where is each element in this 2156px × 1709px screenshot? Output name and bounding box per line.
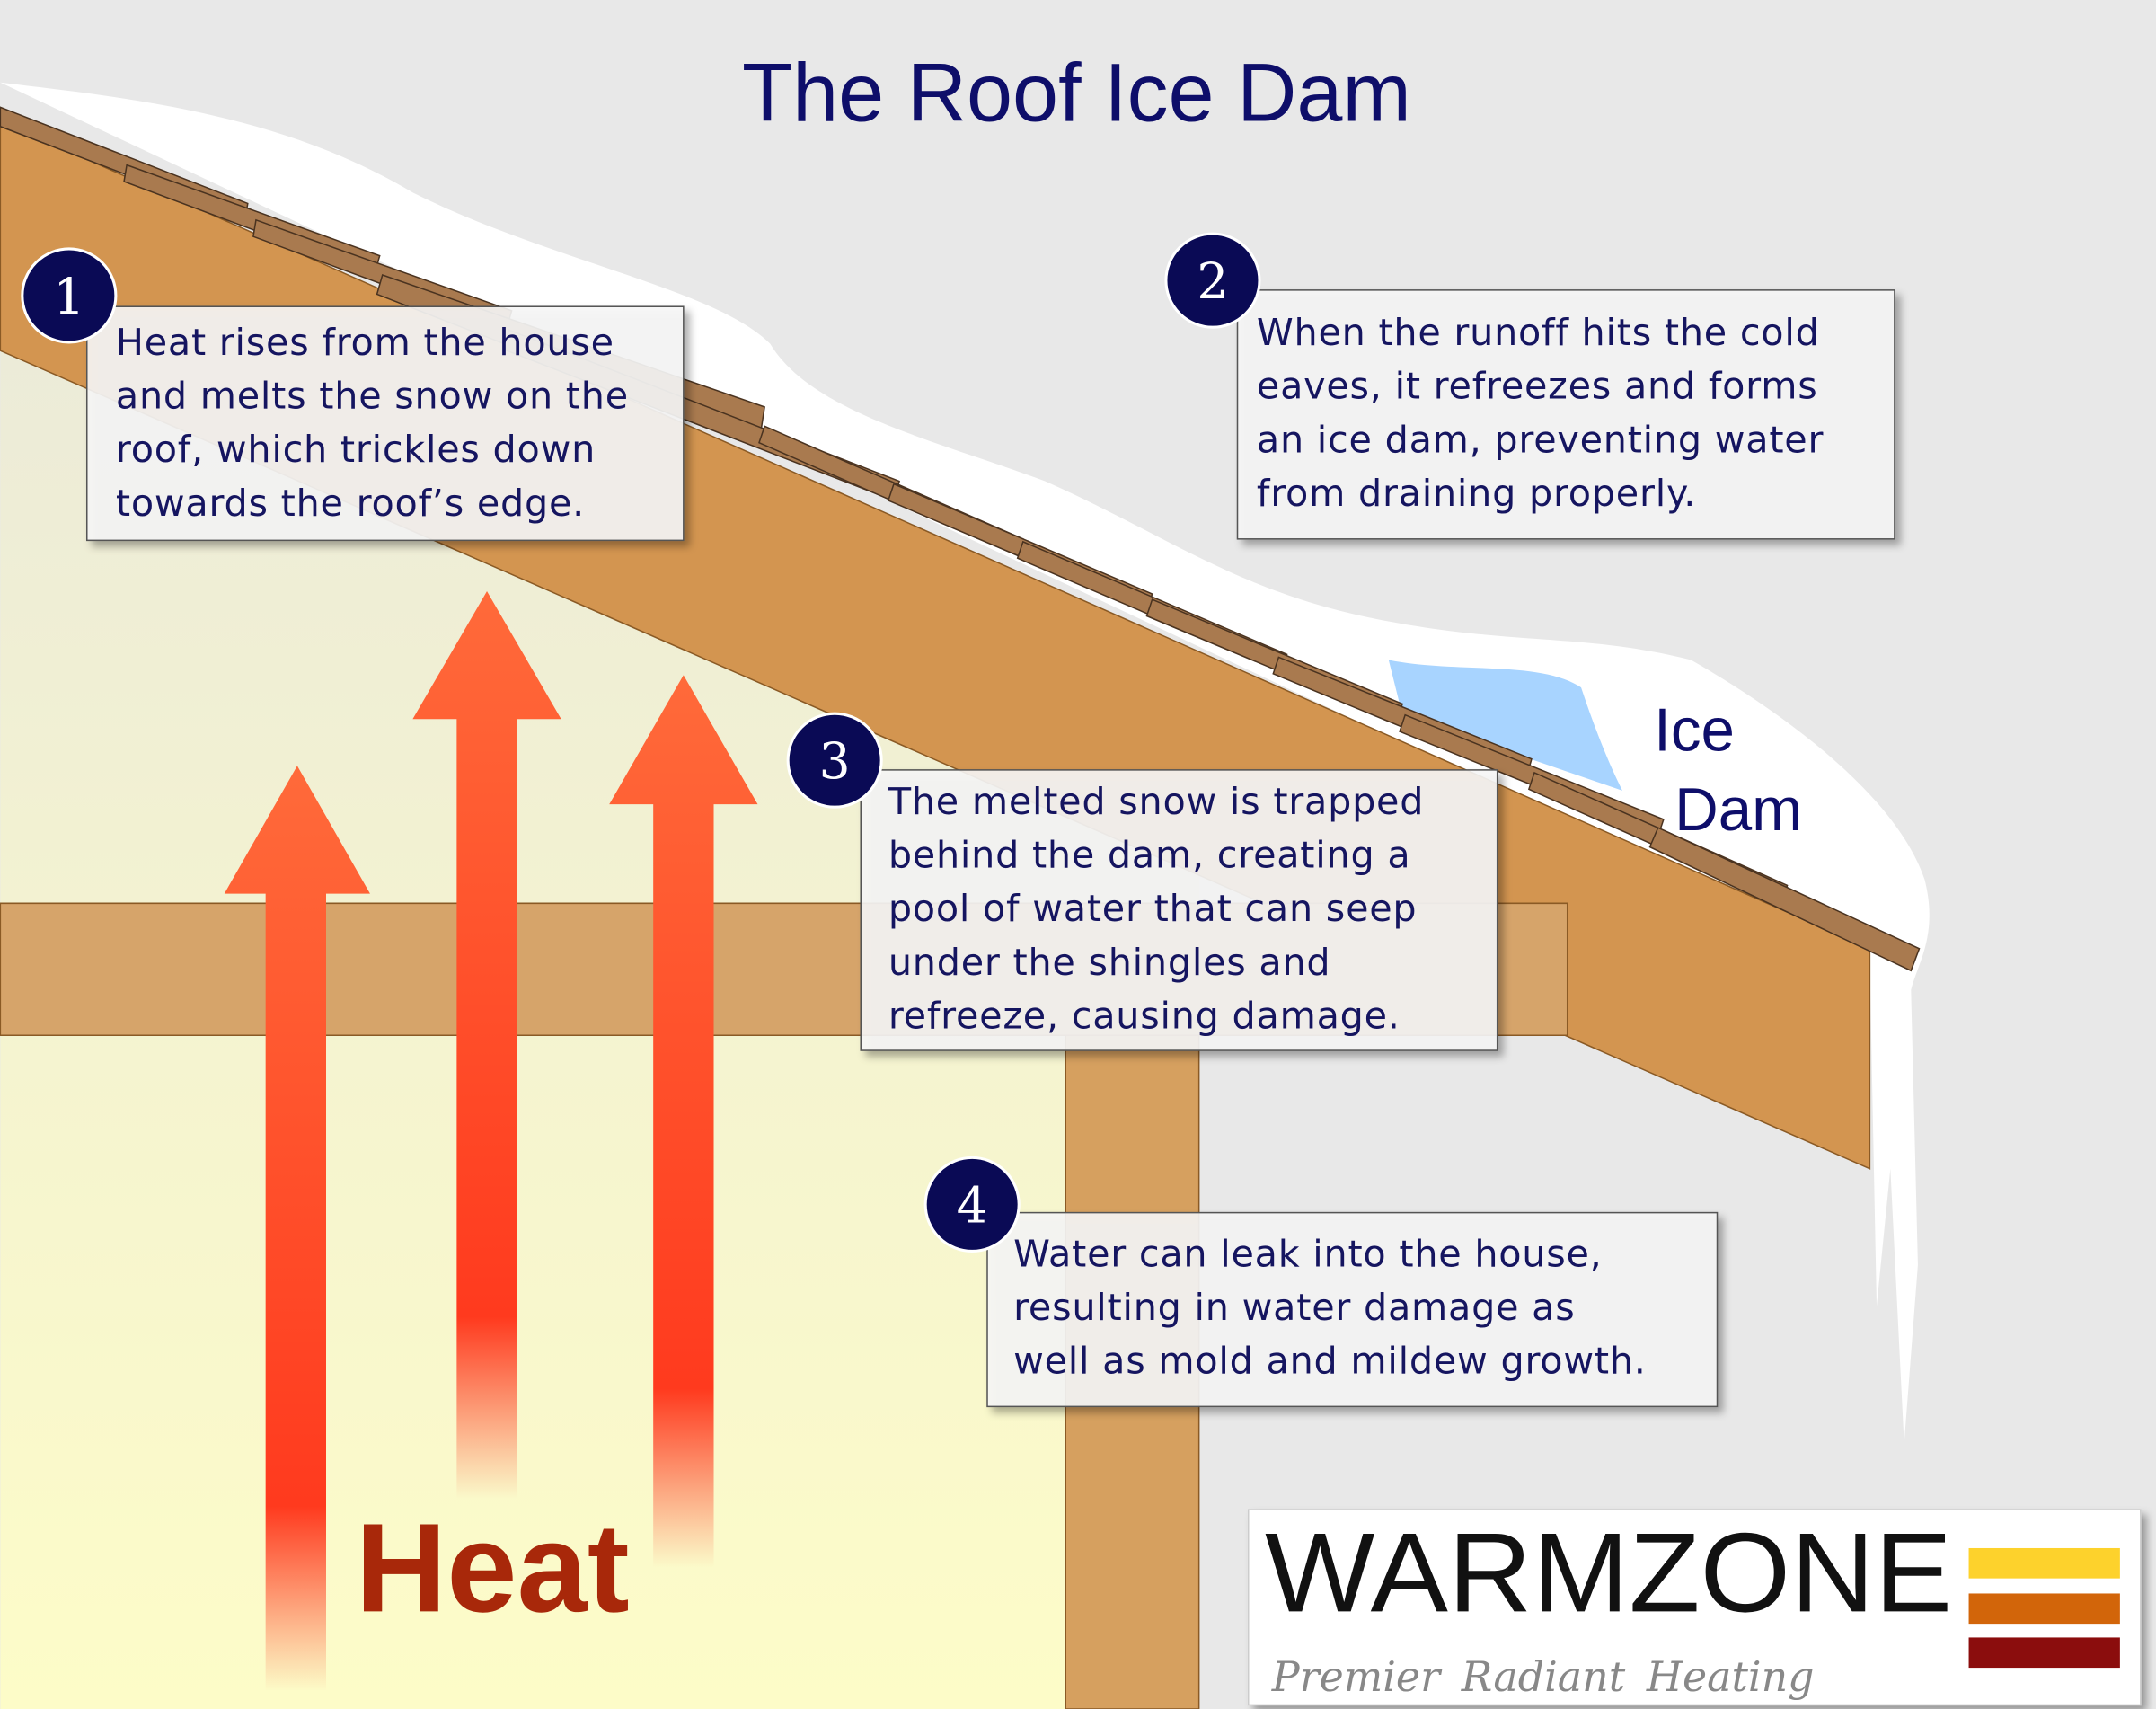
callout-text: Water can leak into the house, resulting… (1013, 1232, 1647, 1382)
logo-stripe-yellow (1968, 1547, 2120, 1579)
logo-stripe-orange (1968, 1593, 2120, 1625)
logo-stripe-red (1968, 1637, 2120, 1669)
step-number: 4 (957, 1176, 988, 1234)
logo-name: WARMZONE (1265, 1509, 1952, 1635)
heat-arrow (412, 590, 561, 1499)
ice-dam-label-line1: Ice (1654, 696, 1735, 764)
heat-arrows (224, 590, 758, 1692)
step-number: 3 (819, 732, 851, 790)
ice-dam-label-line2: Dam (1674, 776, 1802, 844)
callout-2: When the runoff hits the cold eaves, it … (1164, 232, 1895, 540)
step-badge (923, 1156, 1021, 1253)
callout-text: Heat rises from the house and melts the … (116, 321, 641, 525)
warmzone-logo: WARMZONE Premier Radiant Heating (1247, 1509, 2142, 1706)
step-badge (1164, 232, 1261, 329)
callout-text: When the runoff hits the cold eaves, it … (1257, 311, 1836, 515)
step-number: 1 (53, 268, 84, 325)
callout-1: Heat rises from the house and melts the … (21, 247, 685, 542)
callout-3: The melted snow is trapped behind the da… (786, 712, 1498, 1051)
heat-arrow (609, 675, 758, 1568)
heat-arrow (224, 766, 370, 1692)
page-title: The Roof Ice Dam (742, 48, 1411, 139)
callout-4: Water can leak into the house, resulting… (923, 1156, 1719, 1408)
heat-label: Heat (356, 1497, 630, 1638)
logo-tagline: Premier Radiant Heating (1271, 1652, 1815, 1701)
callout-text: The melted snow is trapped behind the da… (888, 780, 1436, 1038)
step-number: 2 (1197, 252, 1228, 310)
ice-dam (1388, 660, 1622, 791)
step-badge (786, 712, 883, 809)
step-badge (21, 247, 118, 344)
